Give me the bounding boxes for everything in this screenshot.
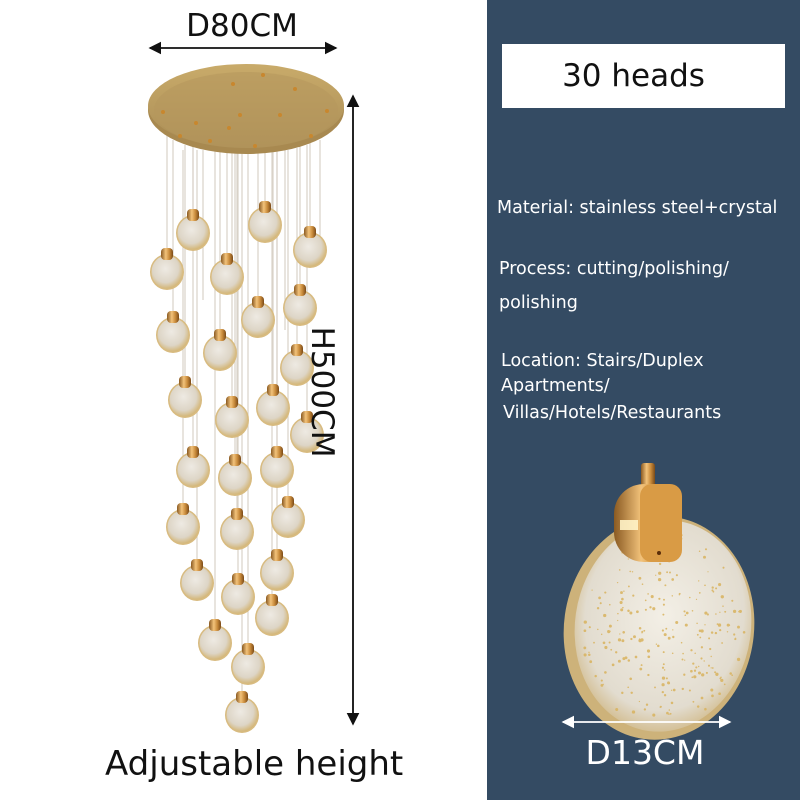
crystal-pendant — [271, 496, 305, 538]
heads-count-box: 30 heads — [502, 44, 785, 108]
crystal-pendants — [150, 201, 327, 733]
crystal-pendant — [260, 446, 294, 488]
material-spec: Material: stainless steel+crystal — [497, 198, 778, 218]
process-spec-line1: Process: cutting/polishing/ — [499, 259, 729, 279]
crystal-pendant — [198, 619, 232, 661]
crystal-pendant — [203, 329, 237, 371]
crystal-pendant — [290, 411, 324, 453]
crystal-pendant — [176, 209, 210, 251]
crystal-pendant — [280, 344, 314, 386]
crystal-pendant — [150, 248, 184, 290]
crystal-pendant — [260, 549, 294, 591]
crystal-pendant — [156, 311, 190, 353]
ceiling-canopy — [148, 64, 344, 154]
crystal-pendant — [168, 376, 202, 418]
heads-count-label: 30 heads — [562, 58, 705, 94]
process-spec-line2: polishing — [499, 293, 578, 313]
crystal-pendant — [293, 226, 327, 268]
pendant-detail-illustration — [563, 463, 755, 740]
crystal-pendant — [215, 396, 249, 438]
crystal-pendant — [248, 201, 282, 243]
location-spec-line1: Location: Stairs/Duplex — [501, 351, 704, 371]
crystal-pendant — [283, 284, 317, 326]
crystal-pendant — [221, 573, 255, 615]
crystal-pendant — [225, 691, 259, 733]
crystal-pendant — [241, 296, 275, 338]
crystal-pendant — [256, 384, 290, 426]
width-dimension-label: D80CM — [186, 8, 298, 44]
crystal-pendant — [180, 559, 214, 601]
location-spec-line2: Apartments/ — [501, 376, 610, 396]
crystal-pendant — [231, 643, 265, 685]
adjustable-height-caption: Adjustable height — [105, 744, 404, 784]
crystal-pendant — [166, 503, 200, 545]
location-spec-line3: Villas/Hotels/Restaurants — [503, 403, 722, 423]
crystal-pendant — [176, 446, 210, 488]
crystal-pendant — [220, 508, 254, 550]
crystal-pendant — [210, 253, 244, 295]
crystal-pendant — [218, 454, 252, 496]
height-dimension-label: H500CM — [304, 326, 340, 458]
crystal-pendant — [255, 594, 289, 636]
pendant-diameter-label: D13CM — [585, 733, 705, 772]
